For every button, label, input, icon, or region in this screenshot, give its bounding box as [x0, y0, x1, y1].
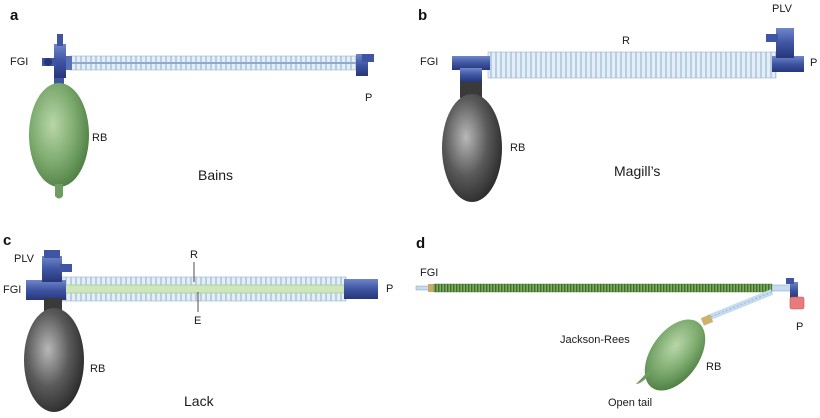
lack-rb-label: RB — [90, 363, 105, 375]
magill-fgi-label: FGI — [420, 56, 438, 68]
panel-c-lack: c PLV FGI R E P RB Lack — [3, 232, 393, 412]
jr-rb-label: RB — [706, 361, 721, 373]
lack-p-label: P — [386, 283, 393, 295]
jr-red-valve — [789, 296, 805, 310]
lack-r-label: R — [190, 249, 198, 261]
bains-rb-label: RB — [92, 132, 107, 144]
magill-corrugated-tube — [487, 51, 777, 79]
magill-bag-neck — [460, 82, 482, 98]
lack-patient-connector — [344, 279, 378, 299]
jr-name: Jackson-Rees — [560, 334, 630, 346]
magill-bag-connector — [460, 68, 482, 82]
jr-bag-connector — [700, 314, 714, 326]
jr-bag-hose-ribs — [707, 291, 773, 319]
jr-open-tail-label: Open tail — [608, 397, 652, 409]
magill-name: Magill’s — [614, 163, 660, 179]
jr-reservoir-bag — [644, 319, 706, 391]
magill-r-label: R — [622, 35, 630, 47]
magill-plv-label: PLV — [772, 3, 793, 15]
lack-fgi-block — [26, 280, 66, 300]
lack-plv-port — [60, 264, 72, 272]
magill-fgi-tpiece — [452, 56, 490, 70]
bains-fgi-label: FGI — [10, 56, 28, 68]
magill-rb-label: RB — [510, 142, 525, 154]
lack-e-label: E — [194, 315, 201, 327]
lack-plv-body — [42, 256, 62, 282]
bains-bag-tail — [55, 184, 63, 199]
panel-letter-c: c — [3, 232, 11, 249]
magill-plv-body — [776, 28, 794, 58]
panel-letter-d: d — [416, 235, 425, 252]
magill-reservoir-bag — [442, 94, 502, 202]
bains-elbow — [362, 54, 374, 62]
jr-open-tail — [636, 368, 652, 384]
bains-reservoir-bag — [29, 83, 89, 187]
jr-patient-connector — [790, 282, 798, 298]
jr-patient-tube — [771, 284, 793, 292]
bains-p-label: P — [365, 92, 372, 104]
lack-plv-cap — [44, 250, 60, 258]
bains-name: Bains — [198, 167, 233, 183]
magill-p-label: P — [810, 57, 817, 69]
lack-plv-label: PLV — [14, 253, 35, 265]
lack-name: Lack — [184, 393, 215, 409]
jr-bag-hose — [706, 289, 774, 321]
bains-fgi-knob — [44, 58, 52, 66]
magill-patient-connector — [772, 56, 804, 72]
lack-inner-tube — [61, 284, 347, 294]
bains-tube-collar — [66, 56, 72, 70]
panel-b-magills: b FGI R PLV P RB Magill’s — [418, 3, 817, 202]
jr-connector-cap — [786, 278, 794, 284]
jr-p-label: P — [796, 321, 803, 333]
panel-a-bains: a FGI RB P Bains — [10, 7, 374, 199]
panel-d-jackson-rees: d FGI P RB Jackson-Rees Open tail — [415, 235, 805, 409]
jr-fgi-label: FGI — [420, 267, 438, 279]
jr-corrugated-tube — [433, 283, 773, 293]
jr-fgi-line — [415, 285, 431, 291]
bains-fgi-block — [54, 44, 66, 78]
jr-bag-group — [644, 319, 706, 391]
lack-reservoir-bag — [24, 308, 84, 412]
lack-fgi-label: FGI — [3, 284, 21, 296]
bains-valve-stem — [57, 34, 63, 46]
panel-letter-b: b — [418, 7, 427, 24]
magill-plv-port — [766, 34, 778, 42]
jr-fgi-collar — [428, 284, 434, 292]
panel-letter-a: a — [10, 7, 19, 24]
